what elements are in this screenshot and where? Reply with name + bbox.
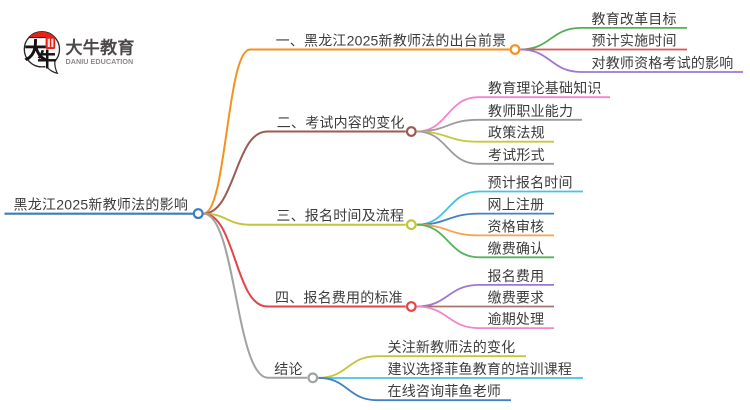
branch-2-child-1-label: 教育理论基础知识 <box>488 80 602 96</box>
edge-branch-4 <box>203 212 406 308</box>
branch-1-connector-circle <box>509 44 521 55</box>
edge-branch-1-child-3 <box>520 48 743 73</box>
child-nodes: 教育改革目标 预计实施时间 对教师资格考试的影响 教育理论基础知识 教师职业能力… <box>388 11 734 399</box>
branch-2-child-2-label: 教师职业能力 <box>488 103 573 119</box>
branch-5-child-1-label: 关注新教师法的变化 <box>388 339 516 355</box>
branch-3-child-4-label: 缴费确认 <box>488 240 545 256</box>
branch-edges <box>203 48 510 379</box>
logo: 大 牛 大牛教育 DANIU EDUCATION <box>23 31 135 75</box>
logo-brand-subtitle: DANIU EDUCATION <box>66 57 134 66</box>
child-edges <box>318 27 743 402</box>
branch-2-child-3-label: 政策法规 <box>488 125 545 141</box>
branch-5-child-3-label: 在线咨询菲鱼老师 <box>388 383 502 399</box>
logo-bubble-tail-outline <box>45 60 59 75</box>
branch-4-label: 四、报名费用的标准 <box>275 290 403 306</box>
edge-branch-2-child-4 <box>416 130 554 165</box>
root-connector-circle <box>192 208 204 220</box>
logo-red-cap <box>28 31 56 38</box>
edge-branch-2 <box>203 130 406 215</box>
edge-branch-5 <box>203 212 308 379</box>
branch-5-child-2-label: 建议选择菲鱼教育的培训课程 <box>388 361 573 377</box>
branch-2-label: 二、考试内容的变化 <box>277 115 405 131</box>
logo-seal-mark-2 <box>51 38 54 48</box>
branch-3-connector-circle <box>405 219 417 231</box>
branch-1-child-1-label: 教育改革目标 <box>592 11 677 27</box>
root-node: 黑龙江2025新教师法的影响 <box>4 197 204 220</box>
edge-branch-1 <box>203 48 510 215</box>
branch-4-connector-circle <box>405 301 417 312</box>
edge-branch-5-child-3 <box>318 376 511 402</box>
branch-3-child-3-label: 资格审核 <box>488 218 545 234</box>
branch-2-child-4-label: 考试形式 <box>488 147 545 163</box>
logo-char-niu: 牛 <box>38 48 57 71</box>
edge-branch-2-child-1 <box>416 96 610 133</box>
edge-branch-3-child-4 <box>416 223 554 259</box>
branch-5-connector-circle <box>307 372 319 384</box>
branch-1-child-3-label: 对教师资格考试的影响 <box>592 55 734 71</box>
branch-4-child-1-label: 报名费用 <box>488 268 545 284</box>
branch-3-label: 三、报名时间及流程 <box>276 208 404 224</box>
edge-branch-5-child-1 <box>318 355 526 379</box>
branch-nodes: 一、黑龙江2025新教师法的出台前景 二、考试内容的变化 三、报名时间及流程 四… <box>274 33 521 384</box>
branch-2-connector-circle <box>405 126 417 137</box>
branch-3-child-1-label: 预计报名时间 <box>488 175 573 191</box>
root-label: 黑龙江2025新教师法的影响 <box>14 197 189 213</box>
branch-1-child-2-label: 预计实施时间 <box>592 33 677 49</box>
logo-brand-text: 大牛教育 <box>66 38 135 58</box>
branch-3-child-2-label: 网上注册 <box>488 197 545 213</box>
edge-branch-3-child-1 <box>416 190 583 226</box>
branch-1-label: 一、黑龙江2025新教师法的出台前景 <box>276 33 507 49</box>
logo-seal <box>45 36 56 49</box>
edge-branch-4-child-3 <box>416 305 554 329</box>
branch-4-child-3-label: 逾期处理 <box>488 311 545 327</box>
logo-seal-mark-1 <box>47 38 50 48</box>
branch-4-child-2-label: 缴费要求 <box>488 290 545 306</box>
branch-5-label: 结论 <box>274 361 302 377</box>
logo-char-da: 大 <box>25 39 47 64</box>
